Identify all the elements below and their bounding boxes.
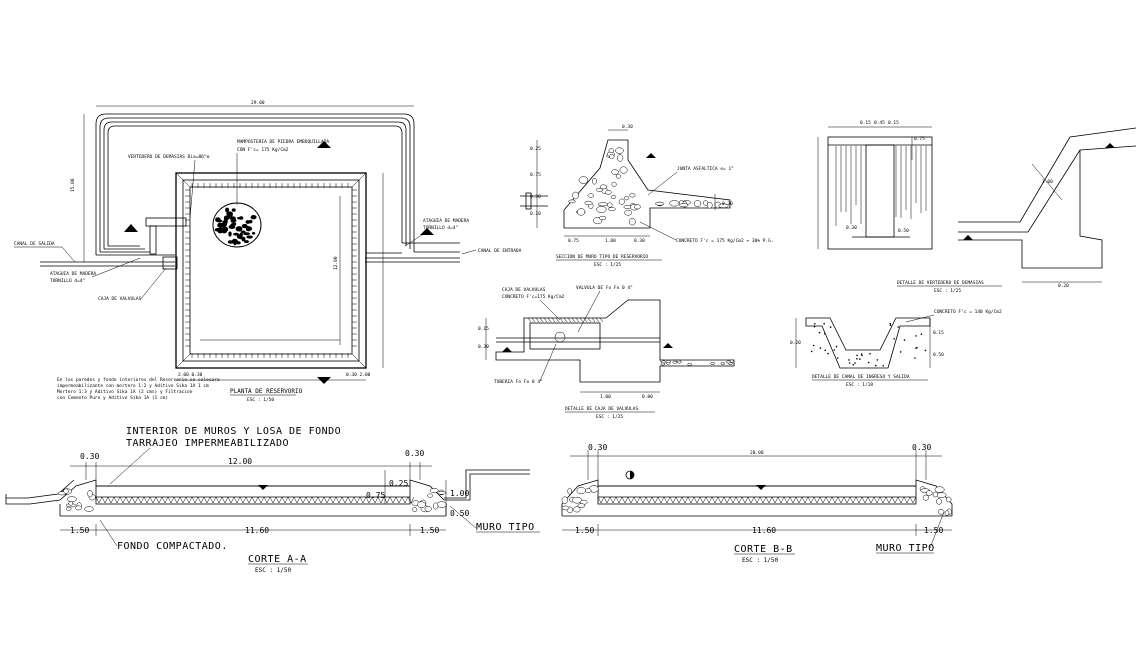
valve-box-plan	[145, 217, 187, 270]
cut-aa-dim-bot-right: 1.50	[420, 526, 439, 535]
label-vertedero: VERTEDERO DE DEMASIAS Dia=06"m	[128, 154, 210, 160]
cut-aa-dim-050: 0.50	[450, 509, 469, 518]
cut-aa-dim-bot-mid: 11.60	[245, 526, 269, 535]
channel-title: DETALLE DE CANAL DE INGRESO Y SALIDA	[812, 374, 910, 380]
valve-dim-1: 0.30	[478, 344, 489, 350]
vert-dim-1: 0.45	[874, 120, 885, 126]
label-canal-entrada: CANAL DE ENTRADA	[478, 248, 522, 254]
valve-tuberia: TUBERIA Fo Fo 0 4"	[494, 379, 543, 385]
plan-dim-left: 15.00	[70, 178, 76, 192]
cut-aa-dim-top-mid: 12.00	[228, 457, 252, 466]
plan-note-3: Mortero 1:3 y Aditivo Sika 1A (2 cms) y …	[57, 389, 193, 395]
wall-dim-4: 0.10	[530, 211, 541, 217]
plan-view: 29.00 15.00 12.00 2.00 0.30 0.30 2.00 VE…	[14, 100, 522, 403]
channel-dim-1: 0.15	[933, 330, 944, 336]
cut-aa-dim-025: 0.25	[389, 479, 408, 488]
channel-concreto: CONCRETO F'c = 140 Kg/Cm2	[934, 309, 1002, 315]
wall-junta: JUNTA ASFALTICA e= 1"	[677, 166, 734, 172]
cut-aa-dim-100: 1.00	[450, 489, 469, 498]
cut-bb-title: CORTE B-B	[734, 544, 793, 555]
channel-scale: ESC : 1/10	[846, 382, 873, 388]
label-caja-valvulas: CAJA DE VALVULAS	[98, 296, 142, 302]
cut-aa-dim-075: 0.75	[366, 491, 385, 500]
plan-scale: ESC : 1/50	[247, 397, 274, 403]
section-marker-a	[124, 141, 434, 384]
wall-dim-3: 0.30	[530, 194, 541, 200]
cut-aa: INTERIOR DE MUROS Y LOSA DE FONDO TARRAJ…	[5, 426, 540, 574]
plan-dim-right: 12.00	[333, 256, 339, 270]
label-ataguia-right-2: TORNILLO d=4"	[423, 225, 458, 231]
wall-dim-0: 0.30	[622, 124, 633, 130]
wall-section-detail: 0.30 0.25 0.75 0.30 0.10 0.75 1.00 0.30 …	[520, 124, 774, 268]
cut-aa-dim-top-left: 0.30	[80, 452, 99, 461]
valve-box-detail: 0.15 0.30 1.00 0.80 CAJA DE VALVULAS CON…	[478, 285, 735, 420]
vert-title: DETALLE DE VERTEDERO DE DEMASIAS	[897, 280, 984, 286]
cut-bb-dim-top-right: 0.30	[912, 443, 931, 452]
cut-aa-dim-top-right: 0.30	[405, 449, 424, 458]
label-canal-salida: CANAL DE SALIDA	[14, 241, 55, 247]
perimeter-channel	[40, 113, 460, 267]
cut-aa-fondo: FONDO COMPACTADO.	[117, 541, 228, 552]
vert-dim-3: 0.75	[914, 136, 925, 142]
vert-dim-4: 0.30	[846, 225, 857, 231]
label-ataguia-left-1: ATAGUIA DE MADERA	[50, 271, 96, 277]
cut-bb-scale: ESC : 1/50	[742, 557, 779, 564]
valve-scale: ESC : 1/25	[596, 414, 623, 420]
cut-bb-muro: MURO TIPO	[876, 543, 935, 554]
wall-dim-7: 0.30	[634, 238, 645, 244]
valve-dim-0: 0.15	[478, 326, 489, 332]
vert-dim-5: 0.50	[898, 228, 909, 234]
channel-detail: 0.20 0.15 0.50 CONCRETO F'c = 140 Kg/Cm2…	[790, 309, 1002, 388]
cut-aa-dim-bot-left: 1.50	[70, 526, 89, 535]
vert-scale: ESC : 1/25	[934, 288, 961, 294]
wall-title: SECCION DE MURO TIPO DE RESERVORIO	[556, 254, 648, 260]
label-mamposteria-1: MAMPOSTERIA DE PIEDRA EMBOQUILLADA	[237, 139, 329, 145]
plan-dim-top: 29.00	[251, 100, 265, 106]
wall-dim-5: 0.75	[568, 238, 579, 244]
cut-bb: 0.30 20.00 0.30 1.50 11.60 1.50 MURO TIP…	[561, 443, 953, 564]
reservoir-walls	[175, 172, 367, 369]
valve-valvula: VALVULA DE Fo Fo 0 4"	[576, 285, 633, 291]
cut-aa-title: CORTE A-A	[248, 554, 307, 565]
channel-dim-0: 0.20	[790, 340, 801, 346]
plan-dim-bottom-left: 2.00 0.30	[178, 372, 203, 378]
wall-dim-6: 1.00	[605, 238, 616, 244]
plan-note-2: impermeabilizante con mortero 1:2 y Adit…	[57, 383, 209, 389]
valve-title: DETALLE DE CAJA DE VALVULAS	[565, 406, 638, 412]
stone-masonry-sample	[212, 202, 262, 248]
cut-bb-dim-bot-mid: 11.60	[752, 526, 776, 535]
plan-note-1: En los paredes y fondo interiores del Re…	[57, 377, 220, 383]
cut-bb-dim-top-mid: 20.00	[750, 450, 764, 456]
cut-aa-note-1: INTERIOR DE MUROS Y LOSA DE FONDO	[126, 426, 341, 437]
wall-dim-2: 0.75	[530, 172, 541, 178]
plan-title: PLANTA DE RESERVORIO	[230, 388, 303, 395]
cut-bb-dim-bot-right: 1.50	[924, 526, 943, 535]
label-mamposteria-2: CON F'c= 175 Kg/Cm2	[237, 147, 289, 153]
vert-dim-2: 0.15	[888, 120, 899, 126]
valve-dim-2: 1.00	[600, 394, 611, 400]
wall-dim-1: 0.25	[530, 146, 541, 152]
vertedero-detail: 0.15 0.45 0.15 0.75 0.30 0.50 1.00 0.20 …	[817, 120, 1136, 294]
cut-aa-scale: ESC : 1/50	[255, 567, 292, 574]
label-ataguia-right-1: ATAGUIA DE MADERA	[423, 218, 469, 224]
vert-dim-6: 1.00	[1042, 179, 1053, 185]
plan-note-4: con Cemento Puro y Aditivo Sika 1A (1 cm…	[57, 395, 168, 401]
wall-concreto: CONCRETO F'c = 175 Kg/Cm2 + 30% P.G.	[676, 238, 774, 244]
valve-caja: CAJA DE VALVULAS	[502, 287, 546, 293]
wall-dim-8: 0.30	[722, 201, 733, 207]
vert-dim-7: 0.20	[1058, 283, 1069, 289]
vert-dim-0: 0.15	[860, 120, 871, 126]
cut-aa-note-2: TARRAJEO IMPERMEABILIZADO	[126, 438, 289, 449]
label-ataguia-left-2: TORNILLO d=4"	[50, 278, 85, 284]
valve-concreto: CONCRETO F'c=175 Kg/Cm2	[502, 294, 565, 300]
valve-dim-3: 0.80	[642, 394, 653, 400]
plan-dim-bottom-right: 0.30 2.00	[346, 372, 371, 378]
wall-scale: ESC : 1/25	[594, 262, 621, 268]
channel-dim-2: 0.50	[933, 352, 944, 358]
cut-aa-muro: MURO TIPO	[476, 522, 535, 533]
cut-bb-dim-bot-left: 1.50	[575, 526, 594, 535]
cut-bb-dim-top-left: 0.30	[588, 443, 607, 452]
